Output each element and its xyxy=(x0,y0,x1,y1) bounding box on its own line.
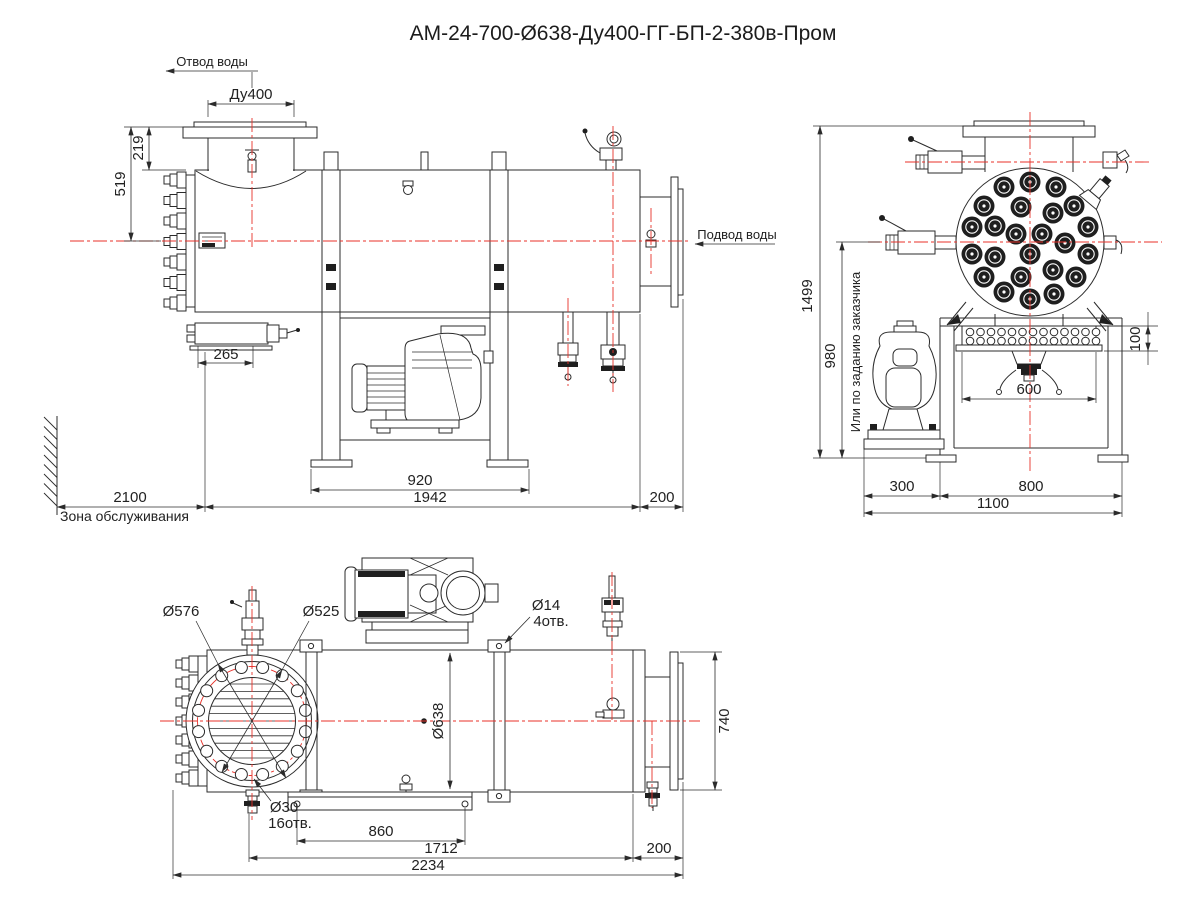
dim-2234: 2234 xyxy=(411,857,444,874)
mid-fitting xyxy=(595,697,625,719)
bottom-fitting xyxy=(399,774,413,796)
cable-gland xyxy=(996,350,1062,395)
dim-200-top: 200 xyxy=(646,840,671,857)
dim-d14: Ø14 xyxy=(532,597,560,614)
pump-side xyxy=(351,325,494,434)
dim-du400: Ду400 xyxy=(229,86,272,103)
wiper-box xyxy=(186,322,300,351)
side-dimensions: Ду400 219 519 265 920 1942 2100 20 xyxy=(56,86,684,524)
lamp-ports xyxy=(961,171,1099,310)
dim-4otv: 4отв. xyxy=(533,613,568,630)
front-top-flange xyxy=(962,125,1096,138)
sensor-fitting xyxy=(403,185,413,195)
terminal-holes xyxy=(965,327,1101,346)
gauge-valve xyxy=(582,128,623,171)
dim-100: 100 xyxy=(1127,326,1144,351)
base-channel xyxy=(287,791,473,811)
pump-front xyxy=(863,320,945,450)
nameplate xyxy=(198,232,226,249)
dim-600: 600 xyxy=(1016,381,1041,398)
front-right-fittings xyxy=(1078,149,1130,255)
flange-top-fitting xyxy=(230,589,264,656)
wall-hatch xyxy=(43,416,58,507)
dim-d576: Ø576 xyxy=(163,603,200,620)
top-dimensions: Ø638 740 860 1712 200 2234 xyxy=(172,651,733,879)
front-left-valve-lower xyxy=(879,215,957,255)
dim-d30: Ø30 xyxy=(270,799,298,816)
dim-519: 519 xyxy=(112,171,129,196)
pump-top xyxy=(344,557,499,644)
front-view: 600 100 1499 980 Или по заданию заказчик… xyxy=(799,112,1162,517)
diameter-leaders: Ø576 Ø525 Ø30 16отв. Ø14 4отв. xyxy=(163,597,569,832)
dim-800: 800 xyxy=(1018,478,1043,495)
support-frame-side xyxy=(310,151,529,468)
side-view: Отвод воды Подвод воды Ду400 219 519 265 xyxy=(43,54,777,524)
dim-d638: Ø638 xyxy=(430,703,447,740)
top-view: Ø576 Ø525 Ø30 16отв. Ø14 4отв. Ø638 740 … xyxy=(160,557,733,879)
dim-740: 740 xyxy=(716,708,733,733)
inlet-flange xyxy=(670,176,679,308)
front-braces xyxy=(946,301,1114,332)
lamp-glands-side xyxy=(163,171,187,312)
dim-920: 920 xyxy=(407,472,432,489)
dim-200-side: 200 xyxy=(649,489,674,506)
dim-d525: Ø525 xyxy=(303,603,340,620)
dim-300: 300 xyxy=(889,478,914,495)
drawing-title: АМ-24-700-Ø638-Ду400-ГГ-БП-2-380в-Пром xyxy=(410,22,837,45)
dim-2100: 2100 xyxy=(113,489,146,506)
inlet-label: Подвод воды xyxy=(697,227,776,242)
dim-1712: 1712 xyxy=(424,840,457,857)
customer-note: Или по заданию заказчика xyxy=(848,271,863,432)
dim-1100: 1100 xyxy=(977,495,1009,512)
service-zone-label: Зона обслуживания xyxy=(60,508,189,524)
outlet-label: Отвод воды xyxy=(176,54,248,69)
front-dimensions: 600 100 1499 980 Или по заданию заказчик… xyxy=(799,125,1158,517)
dim-265: 265 xyxy=(213,346,238,363)
motor-side xyxy=(366,365,406,411)
dim-1499: 1499 xyxy=(799,279,816,312)
top-sample-valve xyxy=(601,575,624,650)
front-left-valve-upper xyxy=(908,136,986,174)
dim-980: 980 xyxy=(822,343,839,368)
vent-fitting xyxy=(420,151,429,171)
right-drain xyxy=(645,781,660,811)
dim-1942: 1942 xyxy=(413,489,446,506)
dim-860: 860 xyxy=(368,823,393,840)
dim-219: 219 xyxy=(130,135,147,160)
outlet-flange xyxy=(182,126,318,139)
dim-16otv: 16отв. xyxy=(268,815,312,832)
